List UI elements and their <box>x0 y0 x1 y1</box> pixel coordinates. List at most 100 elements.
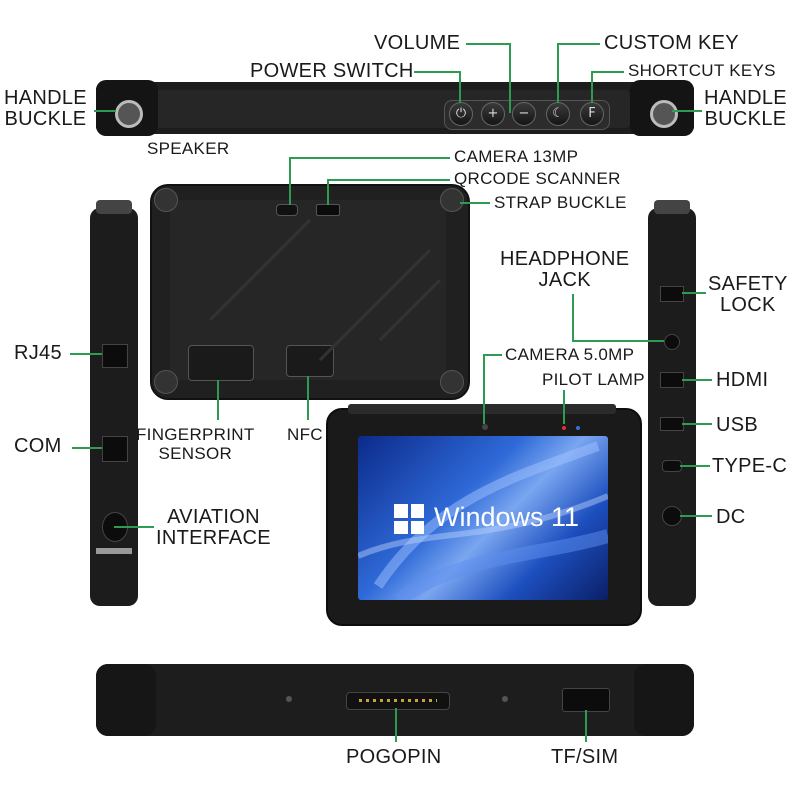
line-fingerprint <box>217 380 219 420</box>
front-camera <box>482 424 488 430</box>
tf-sim-slot[interactable] <box>562 688 610 712</box>
line-shortcut <box>592 71 624 73</box>
label-fingerprint-line2: SENSOR <box>158 444 233 463</box>
pogopin-connector[interactable] <box>346 692 450 710</box>
line-rj45 <box>70 353 102 355</box>
usb-port[interactable] <box>660 417 684 431</box>
label-headphone-jack: HEADPHONE JACK <box>500 249 629 291</box>
label-nfc: NFC <box>287 425 323 444</box>
corner-strap-bl <box>154 370 178 394</box>
headphone-jack[interactable] <box>664 334 680 350</box>
pilot-lamp-blue <box>576 426 580 430</box>
line-qrcode <box>328 179 450 181</box>
corner-strap-tl <box>154 188 178 212</box>
label-tf-sim: TF/SIM <box>551 746 619 768</box>
line-nfc <box>307 376 309 420</box>
line-volume-v <box>509 43 511 113</box>
shortcut-key-button[interactable]: F <box>580 102 604 126</box>
line-tf-sim <box>585 710 587 742</box>
safety-lock-slot[interactable] <box>660 286 684 302</box>
fingerprint-sensor[interactable] <box>188 345 254 381</box>
line-handle-right <box>672 110 702 112</box>
label-pogopin: POGOPIN <box>346 746 442 768</box>
line-pilot-lamp <box>563 390 565 424</box>
windows-logo-icon <box>394 504 424 534</box>
hdmi-port[interactable] <box>660 372 684 388</box>
label-safety-lock: SAFETY LOCK <box>708 274 788 316</box>
label-handle-right-line2: BUCKLE <box>704 108 787 130</box>
label-qrcode-scanner: QRCODE SCANNER <box>454 169 621 188</box>
line-headphone-h <box>572 340 664 342</box>
label-handle-left-line2: BUCKLE <box>4 108 87 130</box>
line-camera-13-v <box>289 157 291 205</box>
label-handle-buckle-right: HANDLE BUCKLE <box>704 88 787 130</box>
line-custom-key-v <box>557 43 559 103</box>
front-top-strip <box>348 404 616 414</box>
line-headphone-v <box>572 294 574 342</box>
label-dc: DC <box>716 506 746 528</box>
line-power <box>414 71 460 73</box>
line-camera-13 <box>290 157 450 159</box>
label-fingerprint-line1: FINGERPRINT <box>136 425 255 444</box>
bottom-screw-left <box>286 696 292 702</box>
volume-up-button[interactable]: + <box>481 102 505 126</box>
pilot-lamp-red <box>562 426 566 430</box>
label-handle-right-line1: HANDLE <box>704 87 787 109</box>
power-button[interactable]: ⏻ <box>449 102 473 126</box>
typec-port[interactable] <box>662 460 682 472</box>
label-shortcut-keys: SHORTCUT KEYS <box>628 61 776 80</box>
rear-camera <box>276 204 298 216</box>
label-safety-line2: LOCK <box>719 294 776 316</box>
line-qrcode-v <box>327 179 329 205</box>
custom-key-button[interactable]: ☾ <box>546 102 570 126</box>
label-aviation-interface: AVIATION INTERFACE <box>156 507 271 549</box>
label-com: COM <box>14 435 62 457</box>
left-side-stripe <box>96 548 132 554</box>
line-camera-5-h <box>484 354 502 356</box>
rj45-port[interactable] <box>102 344 128 368</box>
label-usb: USB <box>716 414 759 436</box>
dc-port[interactable] <box>662 506 682 526</box>
front-screen: Windows 11 <box>358 436 608 600</box>
device-left-side-view <box>90 208 138 606</box>
label-typec: TYPE-C <box>712 455 788 477</box>
handle-buckle-left-ring[interactable] <box>115 100 143 128</box>
line-shortcut-v <box>591 71 593 103</box>
label-rj45: RJ45 <box>14 342 62 364</box>
bottom-right-bumper <box>634 664 694 736</box>
com-port[interactable] <box>102 436 128 462</box>
line-com <box>72 447 102 449</box>
line-safety <box>682 292 706 294</box>
corner-strap-tr <box>440 188 464 212</box>
os-name-text: Windows 11 <box>434 502 580 532</box>
line-handle-left <box>94 110 116 112</box>
line-usb <box>682 423 712 425</box>
label-handle-buckle-left: HANDLE BUCKLE <box>4 88 87 130</box>
label-power-switch: POWER SWITCH <box>250 60 414 82</box>
label-camera-13mp: CAMERA 13MP <box>454 147 579 166</box>
label-strap-buckle: STRAP BUCKLE <box>494 193 627 212</box>
label-headphone-line1: HEADPHONE <box>500 248 630 270</box>
nfc-area <box>286 345 334 377</box>
pogopin-pins <box>359 699 437 702</box>
line-camera-5-v <box>483 354 485 424</box>
label-handle-left-line1: HANDLE <box>4 87 87 109</box>
label-aviation-line2: INTERFACE <box>156 527 271 549</box>
bottom-left-bumper <box>96 664 156 736</box>
back-pattern-lines <box>208 218 442 362</box>
handle-buckle-right-ring[interactable] <box>650 100 678 128</box>
label-pilot-lamp: PILOT LAMP <box>542 370 645 389</box>
volume-down-button[interactable]: − <box>512 102 536 126</box>
label-custom-key: CUSTOM KEY <box>604 32 739 54</box>
line-aviation <box>114 526 154 528</box>
corner-strap-br <box>440 370 464 394</box>
line-volume <box>466 43 510 45</box>
wallpaper-swirl <box>358 441 608 600</box>
label-volume: VOLUME <box>374 32 461 54</box>
right-side-top-cap <box>654 200 690 214</box>
label-safety-line1: SAFETY <box>708 273 788 295</box>
label-aviation-line1: AVIATION <box>167 506 260 528</box>
bottom-screw-right <box>502 696 508 702</box>
line-custom-key <box>558 43 600 45</box>
device-right-side-view <box>648 208 696 606</box>
